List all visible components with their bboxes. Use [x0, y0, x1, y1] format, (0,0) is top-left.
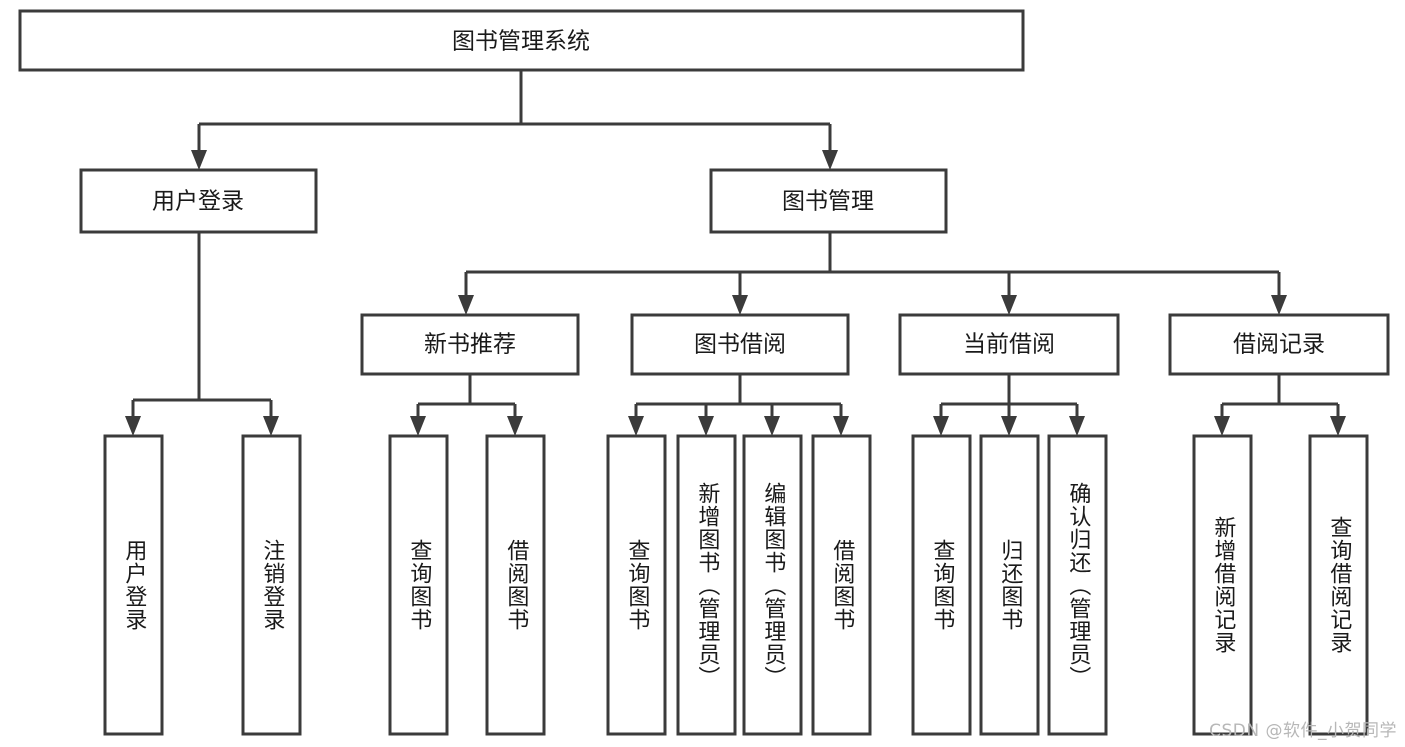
leaf-new-book-2-box[interactable] — [485, 434, 546, 736]
node-borrow-record-box[interactable] — [1168, 313, 1390, 376]
arrow-head-book-borrow — [732, 295, 748, 315]
leaf-user-login-1-label: 用户登录 — [121, 539, 147, 631]
leaf-book-borrow-3[interactable]: 编辑图书（管理员） — [742, 434, 803, 736]
node-new-book-box[interactable] — [360, 313, 580, 376]
node-root-box[interactable] — [18, 9, 1025, 72]
leaf-book-borrow-1-box[interactable] — [606, 434, 667, 736]
arrow-head-leaf-borrow-book-nb — [507, 416, 523, 436]
leaf-current-borrow-3-label: 确认归还（管理员） — [1065, 481, 1091, 689]
leaf-book-borrow-4[interactable]: 借阅图书 — [811, 434, 872, 736]
leaf-current-borrow-1[interactable]: 查询图书 — [911, 434, 972, 736]
node-new-book-label: 新书推荐 — [424, 332, 516, 358]
leaf-current-borrow-2-label: 归还图书 — [997, 539, 1023, 631]
arrow-head-book-mgmt — [822, 150, 838, 170]
connector-group-root — [191, 70, 838, 170]
leaf-book-borrow-3-box[interactable] — [742, 434, 803, 736]
leaf-current-borrow-2-box[interactable] — [979, 434, 1040, 736]
node-user-login-box[interactable] — [79, 168, 318, 234]
leaf-current-borrow-1-box[interactable] — [911, 434, 972, 736]
node-root-label: 图书管理系统 — [452, 29, 590, 55]
node-borrow-record[interactable]: 借阅记录 — [1168, 313, 1390, 376]
leaf-new-book-1-label: 查询图书 — [406, 539, 432, 631]
arrow-head-leaf-user-login — [125, 416, 141, 436]
node-book-borrow[interactable]: 图书借阅 — [630, 313, 850, 376]
node-book-borrow-box[interactable] — [630, 313, 850, 376]
arrow-head-user-login — [191, 150, 207, 170]
arrow-head-leaf-edit-book — [764, 416, 780, 436]
leaf-book-borrow-2-label: 新增图书（管理员） — [694, 481, 720, 689]
arrow-head-leaf-query-book-cb — [933, 416, 949, 436]
node-book-mgmt-label: 图书管理 — [782, 189, 874, 215]
node-book-mgmt-box[interactable] — [709, 168, 948, 234]
leaf-book-borrow-2[interactable]: 新增图书（管理员） — [676, 434, 737, 736]
leaf-current-borrow-3-box[interactable] — [1047, 434, 1108, 736]
arrow-head-leaf-confirm-return — [1069, 416, 1085, 436]
connector-group-book-mgmt — [458, 232, 1287, 315]
leaf-new-book-2[interactable]: 借阅图书 — [485, 434, 546, 736]
leaf-user-login-1-box[interactable] — [103, 434, 164, 736]
connector-group-current-borrow — [933, 374, 1085, 436]
leaf-new-book-1[interactable]: 查询图书 — [388, 434, 449, 736]
node-current-borrow-box[interactable] — [898, 313, 1120, 376]
leaf-book-borrow-4-label: 借阅图书 — [829, 539, 855, 631]
leaf-user-login-2-label: 注销登录 — [259, 539, 285, 631]
connector-group-user-login — [125, 232, 279, 436]
leaf-book-borrow-3-label: 编辑图书（管理员） — [760, 481, 786, 689]
leaf-book-borrow-1[interactable]: 查询图书 — [606, 434, 667, 736]
arrow-head-leaf-borrow-book-bb — [833, 416, 849, 436]
leaf-user-login-1[interactable]: 用户登录 — [103, 434, 164, 736]
leaf-borrow-record-1-label: 新增借阅记录 — [1210, 516, 1236, 654]
leaf-borrow-record-1[interactable]: 新增借阅记录 — [1192, 434, 1253, 736]
leaf-user-login-2-box[interactable] — [241, 434, 302, 736]
node-borrow-record-label: 借阅记录 — [1233, 332, 1325, 358]
arrow-head-leaf-query-record — [1330, 416, 1346, 436]
arrow-head-leaf-logout — [263, 416, 279, 436]
arrow-head-borrow-record — [1271, 295, 1287, 315]
leaf-new-book-1-box[interactable] — [388, 434, 449, 736]
arrow-head-new-book — [458, 295, 474, 315]
leaf-book-borrow-4-box[interactable] — [811, 434, 872, 736]
arrow-head-leaf-add-book — [698, 416, 714, 436]
node-user-login[interactable]: 用户登录 — [79, 168, 318, 234]
leaf-book-borrow-1-label: 查询图书 — [624, 539, 650, 631]
leaf-current-borrow-3[interactable]: 确认归还（管理员） — [1047, 434, 1108, 736]
node-new-book[interactable]: 新书推荐 — [360, 313, 580, 376]
leaf-borrow-record-1-box[interactable] — [1192, 434, 1253, 736]
leaf-current-borrow-2[interactable]: 归还图书 — [979, 434, 1040, 736]
node-book-mgmt[interactable]: 图书管理 — [709, 168, 948, 234]
arrow-head-current-borrow — [1001, 295, 1017, 315]
arrow-head-leaf-return-book — [1001, 416, 1017, 436]
node-user-login-label: 用户登录 — [152, 189, 244, 215]
node-current-borrow-label: 当前借阅 — [963, 332, 1055, 358]
leaf-borrow-record-2-box[interactable] — [1308, 434, 1369, 736]
arrow-head-leaf-add-record — [1214, 416, 1230, 436]
leaf-current-borrow-1-label: 查询图书 — [929, 539, 955, 631]
connector-group-book-borrow — [628, 374, 849, 436]
node-root[interactable]: 图书管理系统 — [18, 9, 1025, 72]
connector-group-borrow-record — [1214, 374, 1346, 436]
leaf-book-borrow-2-box[interactable] — [676, 434, 737, 736]
leaf-new-book-2-label: 借阅图书 — [503, 539, 529, 631]
arrow-head-leaf-query-book-bb — [628, 416, 644, 436]
leaf-user-login-2[interactable]: 注销登录 — [241, 434, 302, 736]
leaf-borrow-record-2-label: 查询借阅记录 — [1326, 516, 1352, 654]
node-current-borrow[interactable]: 当前借阅 — [898, 313, 1120, 376]
leaf-borrow-record-2[interactable]: 查询借阅记录 — [1308, 434, 1369, 736]
connector-group-new-book — [410, 374, 523, 436]
node-book-borrow-label: 图书借阅 — [694, 332, 786, 358]
arrow-head-leaf-query-book-nb — [410, 416, 426, 436]
